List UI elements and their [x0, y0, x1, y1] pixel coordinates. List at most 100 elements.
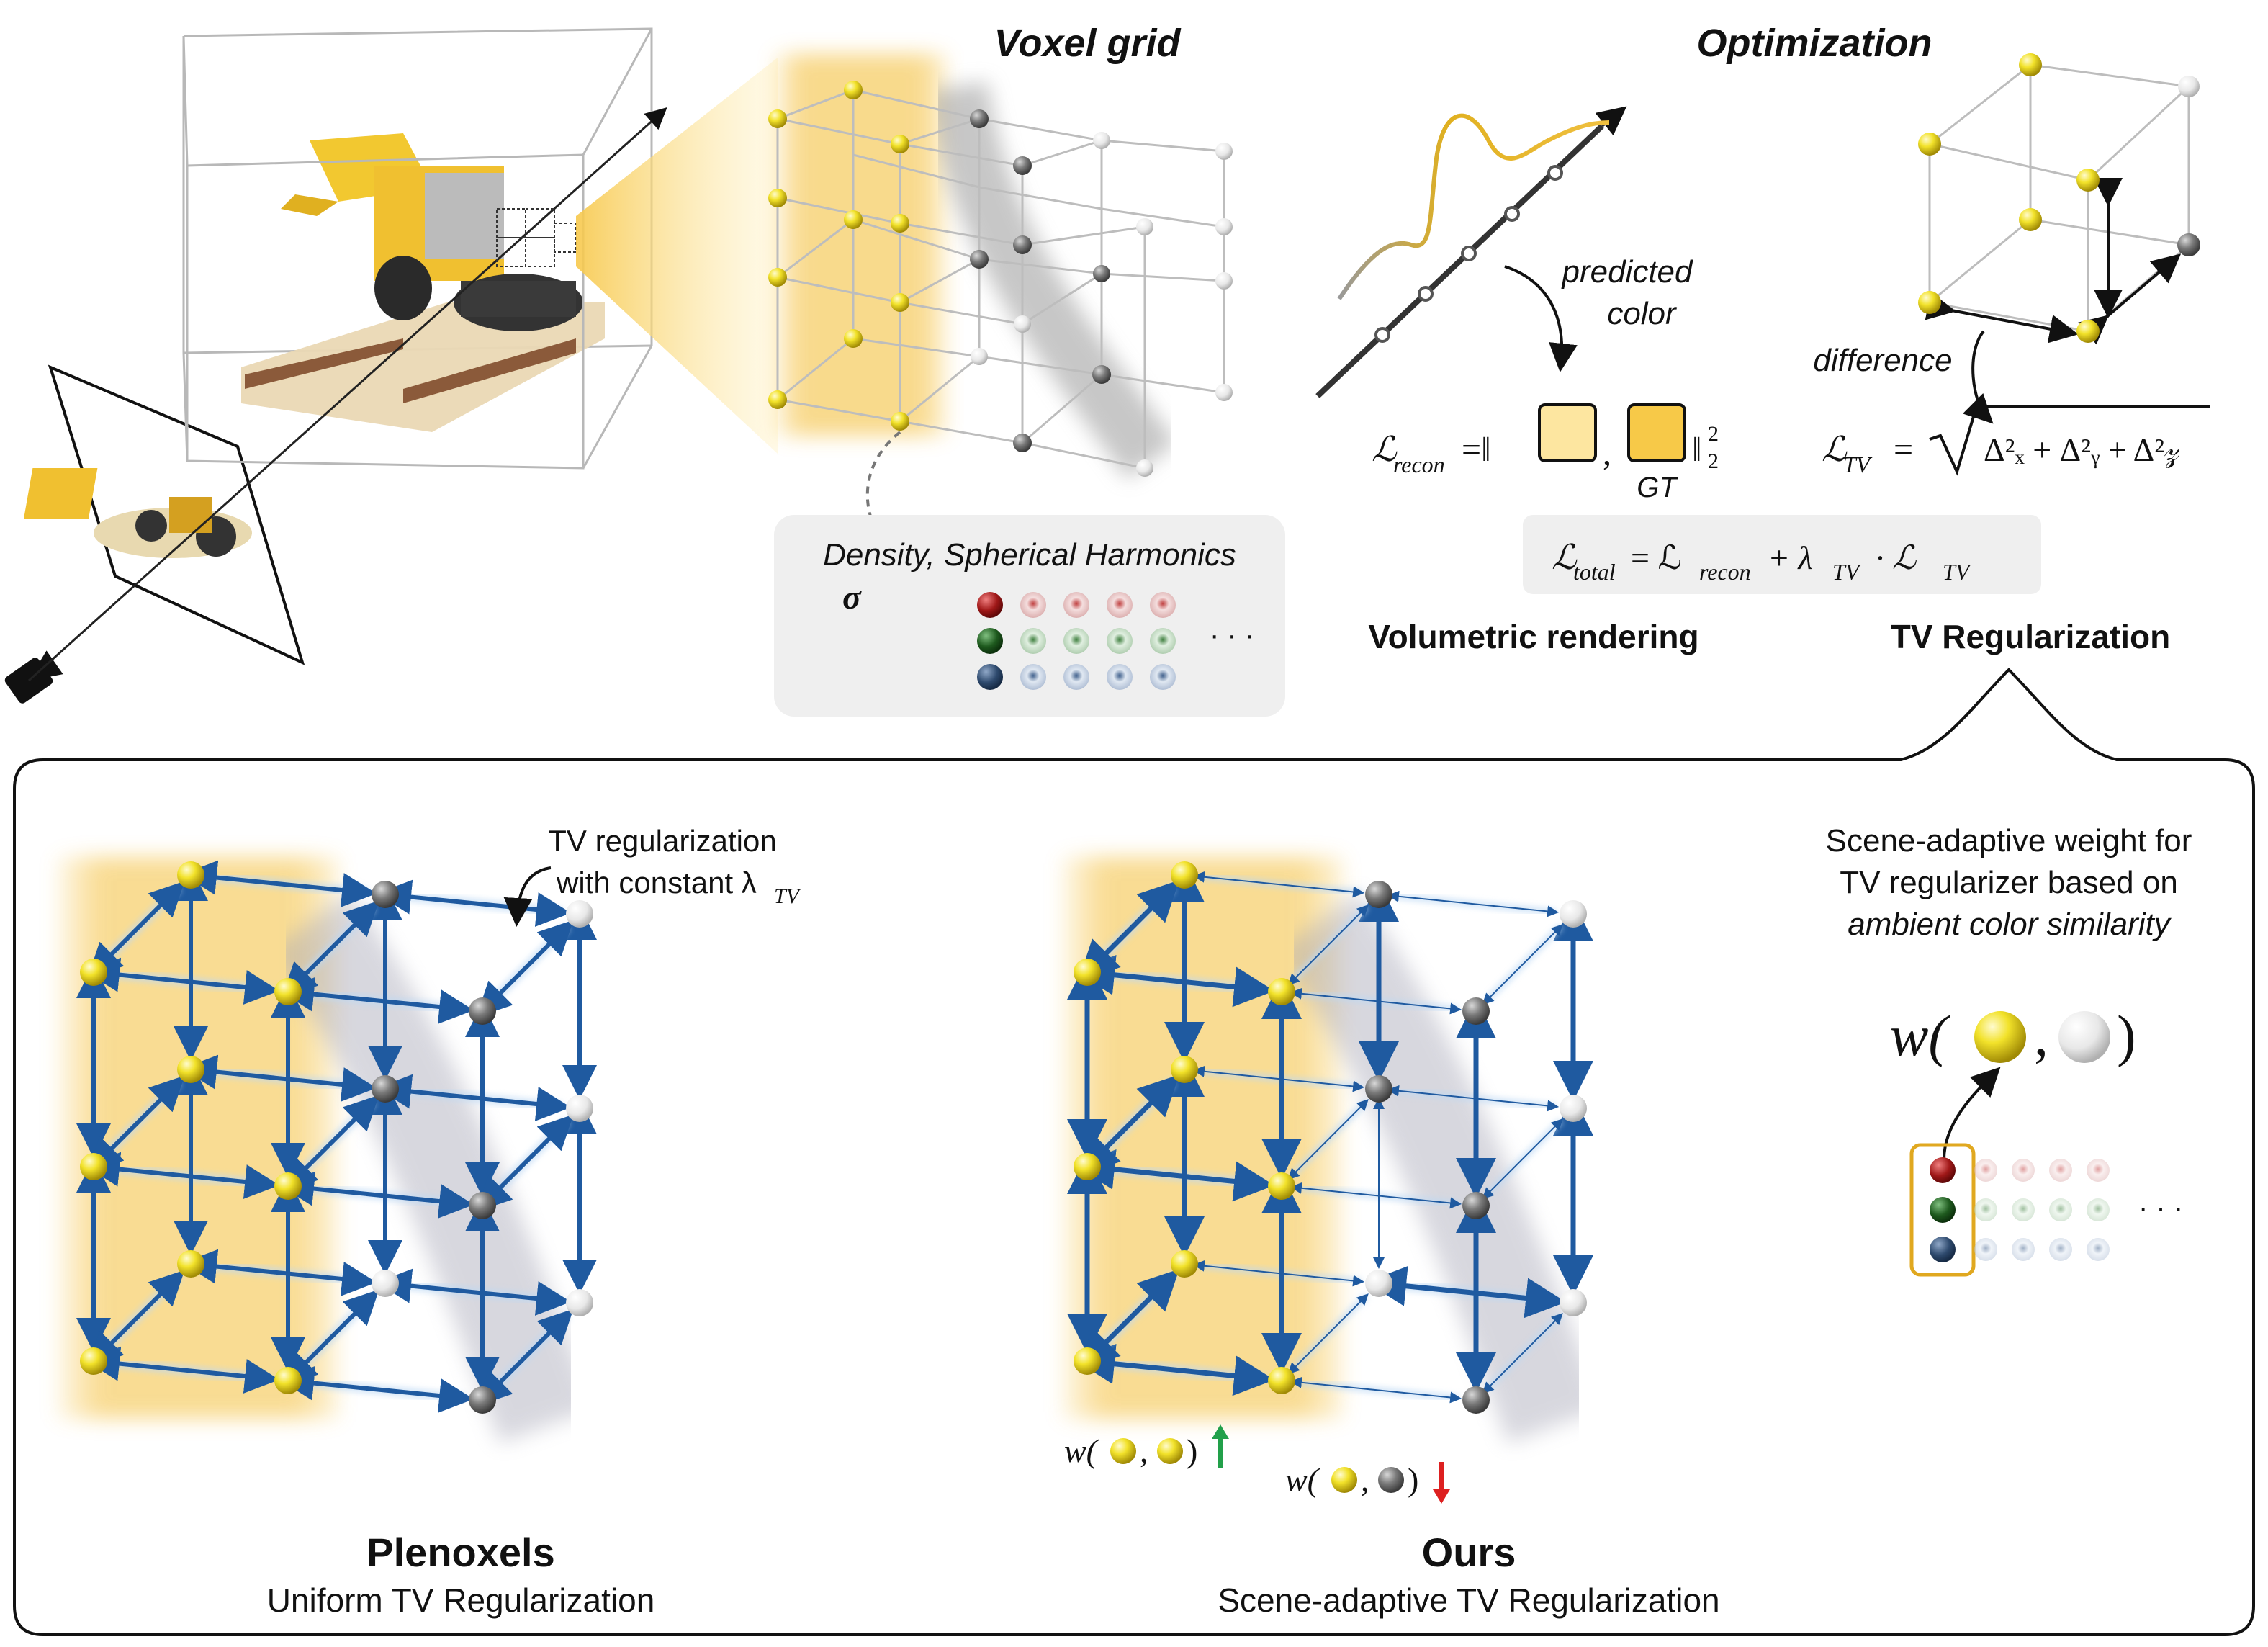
grid-node — [566, 1095, 593, 1122]
grid-node — [372, 881, 399, 908]
plenoxels-title: Plenoxels — [366, 1530, 554, 1575]
tv-edge — [476, 920, 574, 1018]
grid-node — [566, 900, 593, 928]
tv-const-line-1: TV regularization — [548, 824, 776, 858]
recon-sup: 2 — [1708, 422, 1719, 446]
sample-voxels — [496, 208, 577, 267]
voxel-nodes — [768, 81, 1233, 477]
tv-edge — [1387, 890, 1560, 917]
grid-node — [1171, 1056, 1198, 1083]
tv-sub: TV — [1843, 452, 1873, 477]
grid-node — [469, 1386, 496, 1414]
predicted-label-2: color — [1607, 296, 1678, 331]
w-yellow-node — [1974, 1011, 2026, 1063]
total-sub: total — [1573, 559, 1616, 585]
grid-node — [372, 1075, 399, 1103]
tv-edge — [1287, 1293, 1369, 1375]
grid-node — [274, 1172, 302, 1200]
tv-edge — [1482, 1313, 1563, 1394]
difference-label: difference — [1813, 343, 1952, 378]
tv-edge — [476, 1114, 574, 1212]
recon-comma: , — [1603, 434, 1611, 472]
total-lambda-sub: TV — [1832, 559, 1862, 585]
grid-node — [1560, 1289, 1587, 1316]
total-dot: · ℒ — [1876, 539, 1917, 576]
ours-subtitle: Scene-adaptive TV Regularization — [1218, 1581, 1719, 1619]
recon-L: ℒ — [1372, 431, 1398, 469]
sh-ellipsis: · · · — [1210, 619, 1254, 651]
grid-node — [177, 1250, 204, 1278]
recon-loss-equation: ℒ recon =‖ , ‖ 2 2 GT — [1372, 403, 1719, 503]
voxel-grid — [768, 54, 1233, 519]
rendering-ray — [1315, 106, 1627, 398]
density-curve — [1337, 113, 1610, 300]
grid-node — [1171, 861, 1198, 889]
tv-const-sub: TV — [774, 884, 802, 908]
recon-close: ‖ — [1692, 431, 1701, 469]
w-close: ) — [2117, 1005, 2136, 1068]
grid-node — [469, 997, 496, 1025]
lego-bulldozer — [241, 133, 605, 432]
grid-node — [80, 1347, 107, 1375]
gt-label: GT — [1637, 472, 1678, 503]
grid-node — [80, 959, 107, 986]
image-plane-thumbnail — [24, 468, 252, 558]
tv-edge — [1078, 880, 1179, 982]
sigma-symbol: σ — [842, 578, 862, 616]
plenoxels-grid — [58, 857, 597, 1444]
tv-edge — [282, 900, 379, 998]
small-w1-close: ) — [1187, 1432, 1197, 1469]
tv-loss-equation: ℒ TV = Δ²ₓ + Δ²ᵧ + Δ²𝓏 — [1822, 405, 2210, 477]
recon-subscript: 2 — [1708, 449, 1719, 473]
grid-node — [1560, 1095, 1587, 1122]
tv-edge — [282, 1289, 379, 1387]
ambient-highlight-box — [1909, 1143, 1976, 1277]
predicted-color-swatch — [1538, 403, 1597, 462]
camera-ray — [27, 107, 667, 682]
gt-color-swatch — [1627, 403, 1686, 462]
predicted-label-1: predicted — [1560, 254, 1693, 290]
adaptive-line-2: TV regularizer based on — [1840, 865, 2178, 900]
ambient-arrow — [1943, 1067, 2001, 1160]
grid-node — [372, 1270, 399, 1297]
grid-node — [1365, 1075, 1392, 1103]
tv-edge — [1290, 1376, 1462, 1404]
tv-regularization-label: TV Regularization — [1891, 618, 2170, 655]
tv-const-line-2: with constant λ — [556, 866, 757, 899]
tv-cube — [1918, 53, 2200, 345]
tv-edge — [1287, 905, 1369, 986]
grid-node — [1462, 1386, 1490, 1414]
small-w2-comma: , — [1361, 1461, 1369, 1498]
grid-node — [177, 1056, 204, 1083]
difference-arrow — [1963, 330, 1994, 424]
small-w2-close: ) — [1408, 1461, 1418, 1498]
tv-edge — [1287, 1099, 1369, 1180]
w-comma: , — [2034, 1005, 2048, 1068]
sh-coefficients — [977, 592, 1176, 690]
tv-edge — [377, 879, 572, 927]
grid-node — [1074, 1347, 1101, 1375]
grid-node — [80, 1153, 107, 1180]
tv-body: Δ²ₓ + Δ²ᵧ + Δ²𝓏 — [1984, 431, 2179, 468]
grid-node — [274, 1367, 302, 1394]
node-callout-line — [865, 431, 901, 519]
ambient-sh-coeffs: · · · — [1909, 1143, 2183, 1277]
tv-edge — [476, 1309, 574, 1406]
tv-edge — [87, 1270, 185, 1368]
tv-L: ℒ — [1822, 431, 1848, 469]
grid-node — [177, 861, 204, 889]
grid-node — [566, 1289, 593, 1316]
small-w2: w( — [1285, 1461, 1320, 1498]
tv-edge — [1078, 1074, 1179, 1176]
recon-eq: =‖ — [1462, 431, 1491, 469]
grid-node — [469, 1192, 496, 1219]
grid-node — [1365, 1270, 1392, 1297]
recon-sub: recon — [1393, 452, 1445, 477]
grid-node — [1268, 1172, 1295, 1200]
density-sh-label: Density, Spherical Harmonics — [823, 537, 1236, 573]
grid-node — [1074, 959, 1101, 986]
tv-eq: = — [1894, 431, 1913, 469]
tv-edge — [87, 1075, 185, 1173]
total-L: ℒ — [1552, 539, 1578, 577]
